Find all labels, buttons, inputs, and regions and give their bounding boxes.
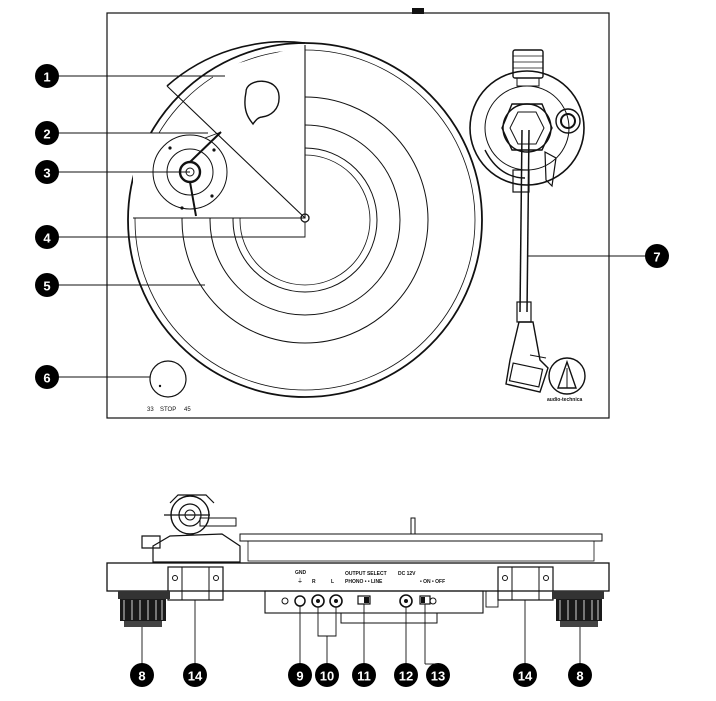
- rear-spindle: [410, 517, 416, 535]
- brand-logo: [548, 357, 586, 395]
- callout-5: 5: [35, 273, 59, 297]
- adapter-45: [244, 80, 280, 126]
- callout-14-right: 14: [513, 663, 537, 687]
- svg-text:14: 14: [518, 669, 533, 684]
- svg-text:7: 7: [653, 250, 660, 265]
- callout-8-right: 8: [568, 663, 592, 687]
- anti-skate-knob: [555, 108, 581, 134]
- cutaway-panel: [133, 45, 305, 218]
- svg-text:12: 12: [399, 669, 413, 684]
- svg-text:4: 4: [43, 231, 51, 246]
- phono-line-label: PHONO • • LINE: [345, 579, 383, 585]
- callout-4: 4: [35, 225, 59, 249]
- cartridge: [508, 362, 544, 388]
- plinth-top: [106, 12, 610, 419]
- callout-7: 7: [645, 244, 669, 268]
- dust-cover-hinge-right: [497, 566, 554, 601]
- dust-cover-hinge-left: [167, 566, 224, 601]
- counterweight: [512, 49, 544, 79]
- callout-9: 9: [288, 663, 312, 687]
- rear-panel: [264, 590, 484, 614]
- callout-10: 10: [315, 663, 339, 687]
- svg-text:13: 13: [431, 669, 445, 684]
- svg-text:11: 11: [357, 669, 371, 684]
- svg-text:1: 1: [43, 70, 50, 85]
- callout-2: 2: [35, 121, 59, 145]
- headshell: [505, 321, 549, 393]
- drive-belt: [189, 131, 222, 217]
- tonearm-base: [469, 70, 585, 186]
- callout-14-left: 14: [183, 663, 207, 687]
- output-select-label: OUTPUT SELECT: [345, 571, 387, 577]
- power-label: • ON • OFF: [420, 579, 445, 585]
- svg-text:5: 5: [43, 279, 50, 294]
- dust-cover-hinge-tab: [412, 8, 424, 14]
- speed-label-33: 33: [147, 407, 154, 413]
- dc-label: DC 12V: [398, 571, 416, 577]
- svg-text:3: 3: [43, 166, 50, 181]
- brand-text: audio-technica: [547, 397, 583, 403]
- gnd-symbol: ⏚: [297, 578, 303, 585]
- callout-3: 3: [35, 160, 59, 184]
- l-label: L: [331, 579, 334, 585]
- top-view: audio-technica 33 STOP 45: [106, 8, 610, 419]
- callout-11: 11: [352, 663, 376, 687]
- gnd-terminal: [294, 595, 306, 607]
- gnd-label: GND: [295, 570, 307, 576]
- platter-side: [239, 533, 603, 542]
- svg-text:8: 8: [576, 669, 583, 684]
- speed-selector-knob: [149, 360, 187, 398]
- svg-text:6: 6: [43, 371, 50, 386]
- tonearm-assembly: audio-technica: [469, 49, 586, 403]
- callout-8-left: 8: [130, 663, 154, 687]
- speed-label-45: 45: [184, 407, 191, 413]
- callout-13: 13: [426, 663, 450, 687]
- svg-text:8: 8: [138, 669, 145, 684]
- svg-text:9: 9: [296, 669, 303, 684]
- svg-text:2: 2: [43, 127, 50, 142]
- rear-view: GND ⏚ R L OUTPUT SELECT PHONO • • LINE D…: [106, 494, 610, 627]
- tonearm-tube: [519, 129, 523, 313]
- callout-6: 6: [35, 365, 59, 389]
- r-label: R: [312, 579, 316, 585]
- leader-lines: [58, 75, 651, 664]
- foot-left: [118, 591, 170, 627]
- svg-text:10: 10: [320, 669, 334, 684]
- callout-1: 1: [35, 64, 59, 88]
- speed-label-stop: STOP: [160, 407, 176, 413]
- callout-12: 12: [394, 663, 418, 687]
- svg-text:14: 14: [188, 669, 203, 684]
- foot-right: [552, 591, 604, 627]
